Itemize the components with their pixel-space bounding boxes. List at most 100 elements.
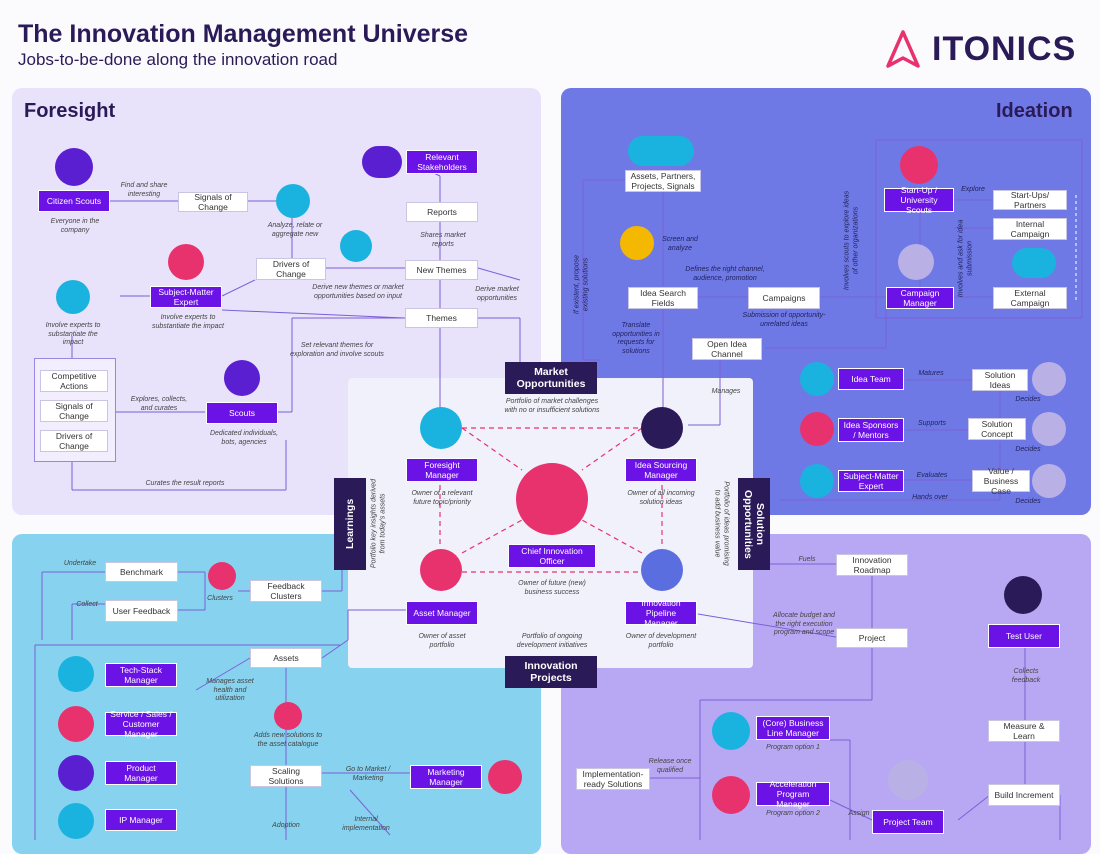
stakeholders-avatar (362, 146, 402, 178)
page-subtitle: Jobs-to-be-done along the innovation roa… (18, 50, 338, 69)
assign-note: Assign (848, 810, 870, 817)
assets-partners-box: Assets, Partners, Projects, Signals (625, 170, 701, 192)
foresight-manager-avatar (420, 407, 462, 449)
foresight-manager-box: Foresight Manager (406, 458, 478, 482)
asset-manager-box: Asset Manager (406, 601, 478, 625)
campaign-manager-avatar (898, 244, 934, 280)
measure-learn-box: Measure & Learn (988, 720, 1060, 742)
implementation-ready-box: Implementation-ready Solutions (576, 768, 650, 790)
program-option-2-note: Program option 2 (766, 810, 820, 817)
theme-avatar (340, 230, 372, 262)
itonics-logo-text: ITONICS (932, 30, 1077, 68)
sme-avatar (168, 244, 204, 280)
curates-note: Curates the result reports (145, 480, 225, 487)
drivers-of-change-box-2: Drivers of Change (40, 430, 108, 452)
cluster-avatar (208, 562, 236, 590)
scaling-avatar (274, 702, 302, 730)
idea-sourcing-manager-box: Idea Sourcing Manager (625, 458, 697, 482)
pipeline-manager-note: Owner of development portfolio (625, 633, 697, 649)
explore-note: Explore (961, 186, 985, 193)
decider-avatar-2 (1032, 412, 1066, 446)
marketing-avatar (488, 760, 522, 794)
cio-avatar (516, 463, 588, 535)
market-opportunities-note: Portfolio of market challenges with no o… (504, 398, 600, 414)
scout-avatar (224, 360, 260, 396)
tech-stack-manager-box: Tech-Stack Manager (105, 663, 177, 687)
test-user-box: Test User (988, 624, 1060, 648)
themes-box: Themes (405, 308, 478, 328)
fuels-note: Fuels (798, 556, 816, 563)
screen-note: Screen and analyze (662, 236, 698, 252)
adds-note: Adds new solutions to the asset catalogu… (253, 732, 323, 748)
campaign-manager-box: Campaign Manager (886, 287, 954, 309)
decider-avatar-1 (1032, 362, 1066, 396)
business-line-manager-box: (Core) Business Line Manager (756, 716, 830, 740)
asset-manager-avatar (420, 549, 462, 591)
scaling-solutions-box: Scaling Solutions (250, 765, 322, 787)
manages-note: Manages (711, 388, 741, 395)
value-business-case-box: Value / Business Case (972, 466, 1030, 496)
ideation-label: Ideation (996, 100, 1073, 122)
expert-avatar (56, 280, 90, 314)
idea-team-avatar (800, 362, 834, 396)
screener-avatar (620, 226, 654, 260)
relevant-stakeholders-box: Relevant Stakeholders (406, 150, 478, 174)
open-idea-channel-box: Open Idea Channel (692, 338, 762, 360)
asset-manager-note: Owner of asset portfolio (418, 633, 466, 649)
startup-scouts-box: Start-Up / University Scouts (884, 185, 954, 215)
involve-note: Involve experts to substantiate the impa… (45, 322, 101, 346)
product-manager-box: Product Manager (105, 761, 177, 785)
solution-opportunities-note: Portfolio of ideas promising to add busi… (714, 481, 730, 566)
project-team-avatar (888, 760, 928, 800)
decides-note-1: Decides (1015, 396, 1041, 403)
market-opportunities-box: Market Opportunities (505, 362, 597, 394)
manages-asset-note: Manages asset health and utilization (206, 678, 254, 702)
program-option-1-note: Program option 1 (766, 744, 820, 751)
scouts-box: Scouts (206, 402, 278, 424)
citizen-scout-avatar (55, 148, 93, 186)
derive-note: Derive new themes or market opportunitie… (312, 284, 404, 300)
collect-note: Collect (76, 601, 98, 608)
innovation-roadmap-box: Innovation Roadmap (836, 554, 908, 576)
service-avatar (58, 706, 94, 742)
external-avatar (1012, 248, 1056, 278)
signals-of-change-box: Signals of Change (178, 192, 248, 212)
solution-opportunities-box: Solution Opportunities (738, 478, 770, 570)
new-themes-box: New Themes (405, 260, 478, 280)
solution-ideas-box: Solution Ideas (972, 369, 1028, 391)
feedback-clusters-box: Feedback Clusters (250, 580, 322, 602)
sponsor-avatar (800, 412, 834, 446)
campaigns-box: Campaigns (748, 287, 820, 309)
translate-note: Translate opportunities in requests for … (612, 322, 660, 355)
internal-campaign-box: Internal Campaign (993, 218, 1067, 240)
startups-partners-box: Start-Ups/ Partners (993, 190, 1067, 210)
clusters-note: Clusters (207, 595, 233, 602)
find-share-note: Find and share interesting (120, 182, 168, 198)
reports-box: Reports (406, 202, 478, 222)
shares-note: Shares market reports (420, 232, 466, 248)
partners-avatar (628, 136, 694, 166)
evaluates-note: Evaluates (916, 472, 948, 479)
tech-stack-avatar (58, 656, 94, 692)
project-box: Project (836, 628, 908, 648)
if-existent-note: If existent, propose existing solutions (573, 254, 590, 315)
go-to-market-note: Go to Market / Marketing (345, 766, 391, 782)
idea-sourcing-avatar (641, 407, 683, 449)
decides-note-2: Decides (1015, 446, 1041, 453)
signals-of-change-box-2: Signals of Change (40, 400, 108, 422)
decides-note-3: Decides (1015, 498, 1041, 505)
external-campaign-box: External Campaign (993, 287, 1067, 309)
ip-manager-box: IP Manager (105, 809, 177, 831)
explores-note: Explores, collects, and curates (130, 396, 188, 412)
sme-note: Involve experts to substantiate the impa… (152, 314, 224, 330)
supports-note: Supports (917, 420, 947, 427)
product-avatar (58, 755, 94, 791)
learnings-box: Learnings (334, 478, 366, 570)
citizen-scouts-box: Citizen Scouts (38, 190, 110, 212)
release-note: Release once qualified (648, 758, 692, 774)
build-increment-box: Build Increment (988, 784, 1060, 806)
idea-search-fields-box: Idea Search Fields (628, 287, 698, 309)
innovation-projects-box: Innovation Projects (505, 656, 597, 688)
cio-note: Owner of future (new) business success (518, 580, 586, 596)
sme-box: Subject-Matter Expert (150, 286, 222, 308)
